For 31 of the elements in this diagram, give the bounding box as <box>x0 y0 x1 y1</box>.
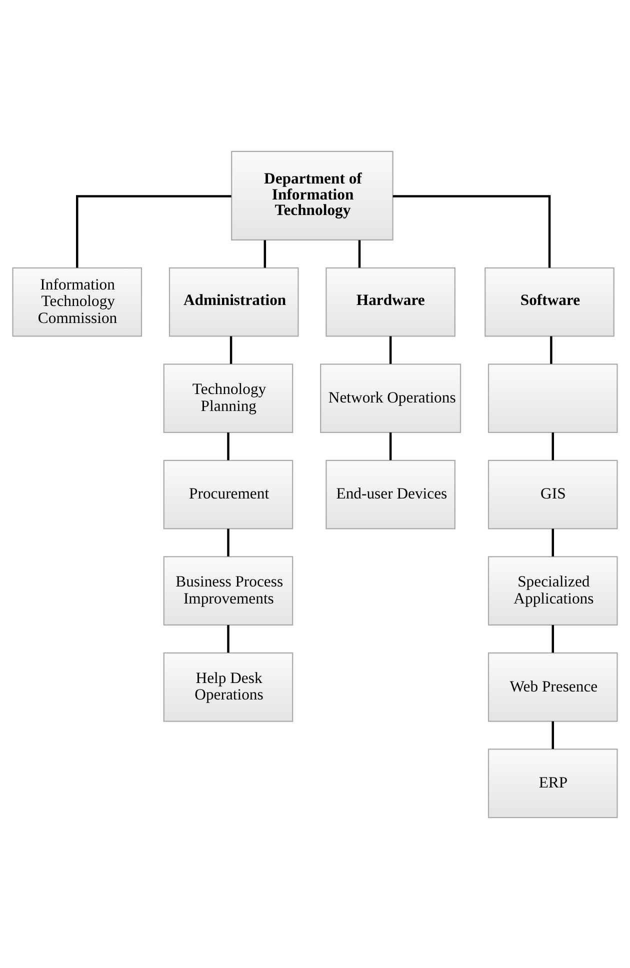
node-box: Network Operations <box>320 363 462 432</box>
node-box: End-user Devices <box>326 459 456 529</box>
node-box: Hardware <box>326 266 456 336</box>
connector <box>389 432 392 460</box>
connector <box>389 336 392 364</box>
connector <box>550 336 552 364</box>
connector <box>227 432 230 460</box>
connector <box>227 528 230 556</box>
node-box: GIS <box>488 459 618 529</box>
connector <box>552 528 554 556</box>
connector <box>552 720 554 748</box>
node-box: Software <box>484 266 614 336</box>
connector <box>76 194 232 268</box>
connector <box>264 240 266 268</box>
node-box: Department of Information Technology <box>231 150 394 240</box>
connector <box>227 624 230 652</box>
node-box <box>488 363 618 432</box>
node-box: Business Process Improvements <box>163 556 294 626</box>
connector <box>552 432 554 460</box>
node-box: Help Desk Operations <box>163 652 294 722</box>
node-box: Information Technology Commission <box>12 266 142 336</box>
node-box: Administration <box>168 266 299 336</box>
connector <box>358 240 361 268</box>
node-box: Procurement <box>163 459 294 529</box>
connector <box>392 194 551 268</box>
node-box: Specialized Applications <box>488 556 618 626</box>
connector <box>230 336 232 364</box>
node-box: ERP <box>488 748 618 818</box>
connector <box>552 624 554 652</box>
node-box: Technology Planning <box>163 363 294 432</box>
node-box: Web Presence <box>488 652 618 722</box>
